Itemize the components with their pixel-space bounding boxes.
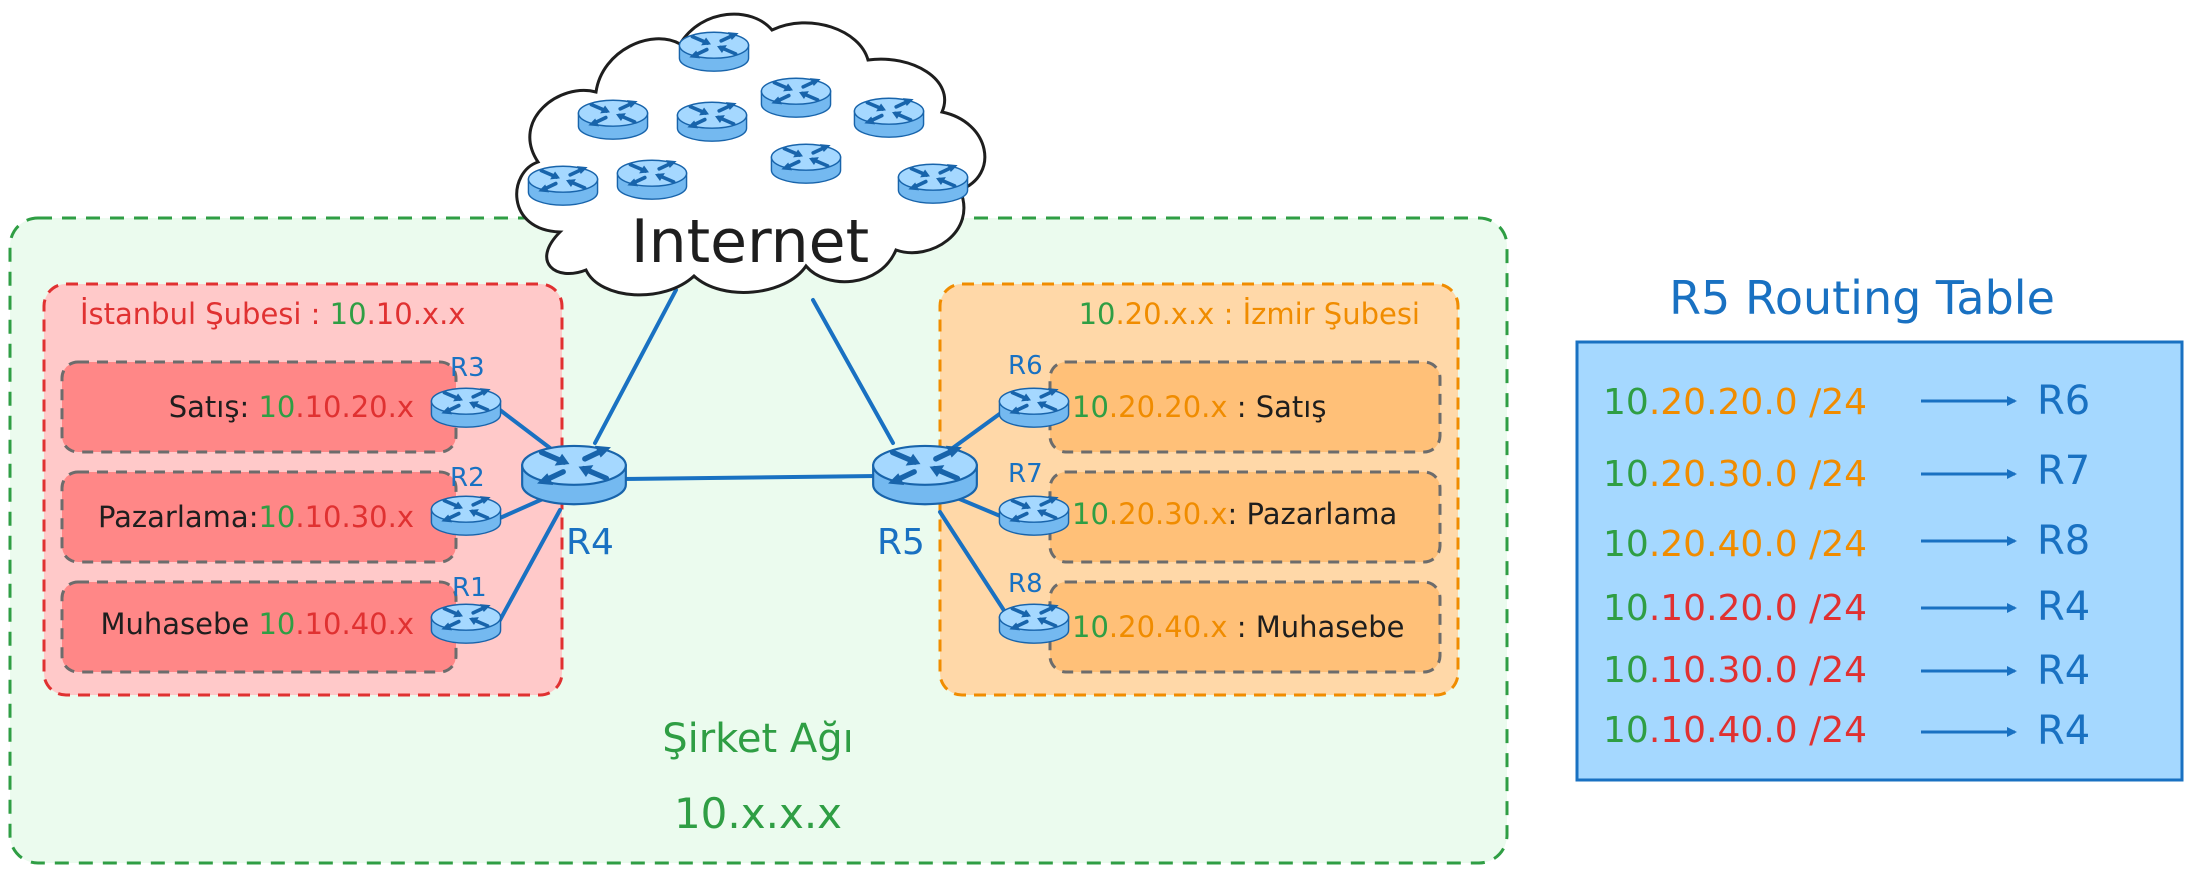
- router-r6-icon: [998, 386, 1070, 430]
- lan-label-istanbul-muhasebe: Muhasebe 10.10.40.x: [100, 607, 414, 641]
- router-r3-icon: [430, 386, 502, 430]
- lan-label-istanbul-satis: Satış: 10.10.20.x: [169, 390, 414, 424]
- route-row-5-prefix: 10.10.30.0 /24: [1603, 650, 1867, 691]
- cloud-router-icon: [760, 76, 832, 119]
- lan-box-istanbul-muhasebe: [60, 580, 458, 674]
- network-links: [498, 288, 1007, 622]
- router-r6-label: R6: [1008, 351, 1043, 381]
- cloud-router-icon: [853, 96, 925, 139]
- lan-box-istanbul-pazarlama: [60, 470, 458, 564]
- link-internet-r5: [811, 298, 895, 445]
- router-r4-icon: [522, 446, 626, 504]
- route-row-1-prefix: 10.20.20.0 /24: [1603, 382, 1867, 423]
- route-row-3-prefix: 10.20.40.0 /24: [1603, 524, 1867, 565]
- link-r5-r6: [948, 408, 1007, 452]
- lan-label-izmir-muhasebe: 10.20.40.x : Muhasebe: [1072, 610, 1405, 644]
- cloud-router-icon: [527, 164, 599, 207]
- company-network-prefix: 10.x.x.x: [674, 789, 842, 838]
- router-r3-label: R3: [450, 353, 485, 383]
- route-row-5-next-hop: R4: [2037, 648, 2090, 694]
- internet-label: Internet: [631, 207, 869, 277]
- link-r5-r8: [938, 510, 1007, 614]
- router-r2-icon: [430, 494, 502, 538]
- routing-table-box: [1575, 340, 2184, 782]
- router-r8-label: R8: [1008, 569, 1043, 599]
- link-r4-r3: [498, 408, 552, 450]
- routing-table-title: R5 Routing Table: [1669, 271, 2055, 325]
- cloud-router-icon: [897, 162, 969, 205]
- cloud-router-icon: [577, 98, 649, 141]
- lan-box-istanbul-satis: [60, 360, 458, 454]
- routing-table-rows: 10.20.20.0 /24 R6 10.20.30.0 /24 R7 10.2…: [1603, 378, 2090, 754]
- link-internet-r4: [593, 288, 678, 445]
- route-row-6-next-hop: R4: [2037, 708, 2090, 754]
- route-row-4-next-hop: R4: [2037, 584, 2090, 630]
- istanbul-branch-title: İstanbul Şubesi : 10.10.x.x: [80, 297, 465, 331]
- router-r2-label: R2: [450, 463, 485, 493]
- router-r1-label: R1: [452, 573, 487, 603]
- izmir-branch-title: 10.20.x.x : İzmir Şubesi: [1079, 297, 1420, 331]
- link-r4-r2: [498, 496, 547, 520]
- route-row-3-next-hop: R8: [2037, 518, 2090, 564]
- router-r4-label: R4: [566, 522, 614, 563]
- router-r7-icon: [998, 494, 1070, 538]
- router-r8-icon: [998, 602, 1070, 646]
- company-network-title: Şirket Ağı: [662, 716, 854, 762]
- route-row-2-prefix: 10.20.30.0 /24: [1603, 454, 1867, 495]
- cloud-router-icon: [616, 158, 688, 201]
- lan-label-izmir-pazarlama: 10.20.30.x: Pazarlama: [1072, 497, 1397, 531]
- router-r1-icon: [430, 602, 502, 646]
- route-row-1-next-hop: R6: [2037, 378, 2090, 424]
- router-r5-icon: [873, 446, 977, 504]
- route-row-2-next-hop: R7: [2037, 448, 2090, 494]
- route-row-4-prefix: 10.10.20.0 /24: [1603, 588, 1867, 629]
- cloud-router-icon: [770, 142, 842, 185]
- lan-label-istanbul-pazarlama: Pazarlama:10.10.30.x: [98, 500, 414, 534]
- cloud-router-icon: [678, 30, 750, 73]
- router-r5-label: R5: [877, 522, 925, 563]
- cloud-router-icon: [676, 100, 748, 143]
- link-r4-r5: [618, 474, 879, 481]
- link-r4-r1: [498, 508, 562, 622]
- router-r7-label: R7: [1008, 459, 1043, 489]
- route-row-6-prefix: 10.10.40.0 /24: [1603, 710, 1867, 751]
- lan-label-izmir-satis: 10.20.20.x : Satış: [1072, 390, 1326, 424]
- internet-cloud: [515, 12, 987, 297]
